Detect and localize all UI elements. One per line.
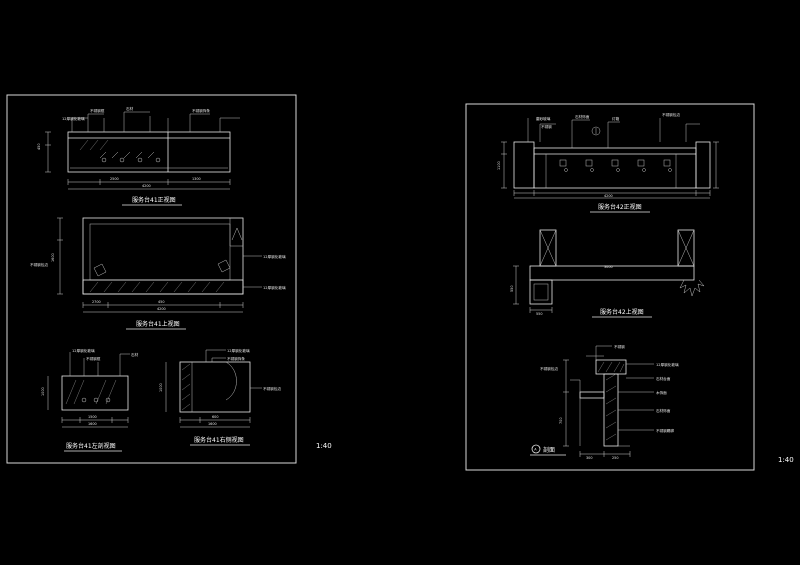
annotation: 木饰面 [656,390,667,395]
section-marker-label: A [534,447,537,451]
top-view-42: 3000 550 550 [510,229,705,316]
dimension: 700 [559,418,563,424]
annotation: 石材 [126,106,134,111]
annotation: 12厚钢化玻璃 [656,362,679,367]
front-view-41: 12厚钢化玻璃 不锈钢框 石材 不锈钢饰条 2500 1300 4200 450 [37,106,240,190]
annotation: 不锈钢饰条 [227,356,245,361]
dimension: 550 [510,286,514,292]
annotation: 12厚钢化玻璃 [227,348,250,353]
annotation: 不锈钢包边 [540,366,558,371]
view-title-left-section-41: 服务台41左剖视图 [66,442,116,450]
annotation: 12厚钢化玻璃 [62,116,85,121]
annotation: 灯箱 [612,116,620,121]
dimension: 4200 [142,184,151,188]
annotation: 不锈钢饰条 [192,108,210,113]
front-view-42: 磨砂玻璃 不锈钢 石材饰面 灯箱 不锈钢包边 4200 1100 [497,112,719,199]
view-title-section-a: 剖面 [543,446,555,454]
annotation: 不锈钢包边 [30,262,48,267]
left-section-41: 12厚钢化玻璃 不锈钢框 石材 1500 1600 1000 [41,348,139,428]
dimension: 3000 [604,265,613,269]
annotation: 不锈钢 [614,344,625,349]
scale-label-left: 1:40 [316,442,332,450]
scale-label-right: 1:40 [778,456,794,464]
annotation: 不锈钢框 [90,108,105,113]
dimension: 450 [37,144,41,150]
section-marker [531,444,541,454]
annotation: 12厚钢化玻璃 [263,285,286,290]
dimension: 600 [212,415,218,419]
left-sheet-frame [6,94,297,464]
dimension: 4200 [157,307,166,311]
annotation: 不锈钢 [541,124,552,129]
dimension: 1600 [88,422,97,426]
annotation: 石材饰面 [656,408,671,413]
dimension: 1000 [41,387,45,396]
annotation: 12厚钢化玻璃 [263,254,286,259]
dimension: 550 [536,312,542,316]
dimension: 1600 [51,253,55,262]
view-title-front-41: 服务台41正视图 [132,196,176,204]
dimension: 4200 [604,194,613,198]
dimension: 1000 [159,383,163,392]
section-a: 不锈钢 12厚钢化玻璃 石材台面 木饰面 石材饰面 不锈钢踢脚 不锈钢包边 30… [540,344,679,460]
right-side-41: 12厚钢化玻璃 不锈钢饰条 不锈钢包边 600 1600 1000 [159,348,281,428]
annotation: 不锈钢包边 [662,112,680,117]
annotation: 石材 [131,352,139,357]
dimension: 1500 [88,415,97,419]
annotation: 不锈钢踢脚 [656,428,674,433]
right-sheet-frame [465,103,755,471]
dimension: 300 [586,456,592,460]
dimension: 1600 [208,422,217,426]
annotation: 12厚钢化玻璃 [72,348,95,353]
annotation: 不锈钢包边 [263,386,281,391]
annotation: 磨砂玻璃 [536,116,551,121]
view-title-right-side-41: 服务台41右侧视图 [194,436,244,444]
annotation: 石材饰面 [575,114,590,119]
annotation: 不锈钢框 [86,356,101,361]
top-view-41: 12厚钢化玻璃 12厚钢化玻璃 不锈钢包边 2700 450 4200 1600 [30,217,286,313]
dimension: 2500 [110,177,119,181]
annotation: 石材台面 [656,376,671,381]
dimension: 250 [612,456,618,460]
view-title-top-42: 服务台42上视图 [600,308,644,316]
view-title-top-41: 服务台41上视图 [136,320,180,328]
dimension: 450 [158,300,164,304]
view-title-front-42: 服务台42正视图 [598,203,642,211]
dimension: 2700 [92,300,101,304]
dimension: 1300 [192,177,201,181]
dimension: 1100 [497,161,501,170]
